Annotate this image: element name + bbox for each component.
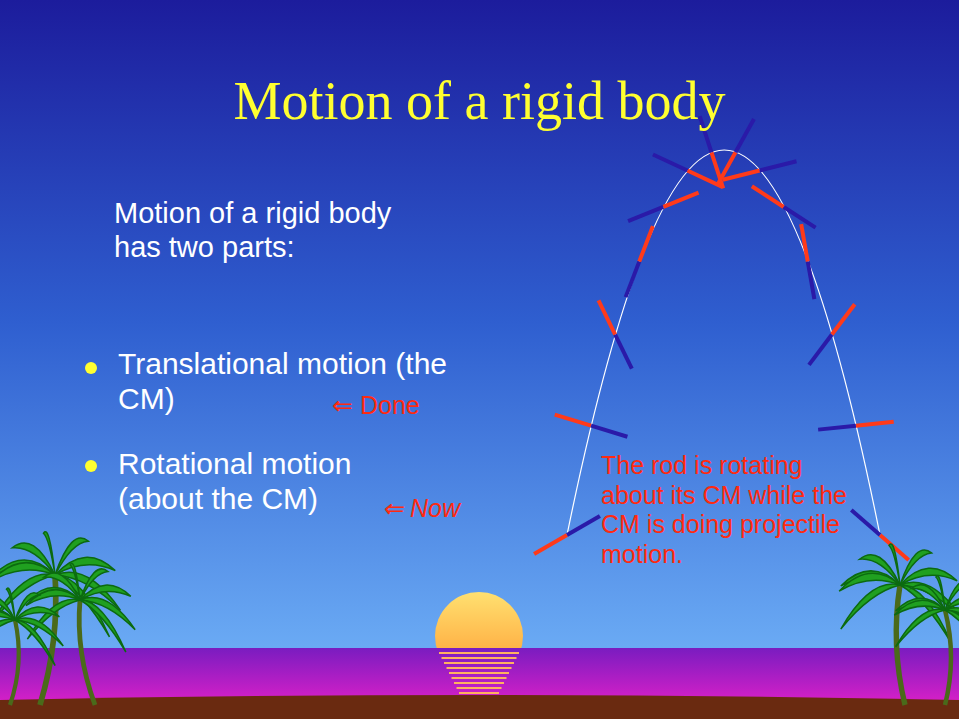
palm-frond <box>894 600 945 615</box>
palm-frond <box>0 563 55 582</box>
reflection-stripe <box>449 672 509 674</box>
palm-frond <box>0 611 15 625</box>
rod-red-half <box>534 535 567 554</box>
rod-blue-half <box>760 161 797 170</box>
ground <box>0 695 959 719</box>
rod-blue-half <box>591 426 627 437</box>
bullet-dot <box>85 362 97 374</box>
reflection-stripe <box>457 687 502 689</box>
note-text: The rod is rotating about its CM while t… <box>601 451 863 569</box>
rod-red-half <box>598 300 615 334</box>
palm-trunk <box>945 610 951 705</box>
palm-trunk <box>10 620 19 705</box>
rod-red-half <box>555 415 591 426</box>
rod-blue-half <box>626 262 640 297</box>
slide-title: Motion of a rigid body <box>0 70 959 134</box>
rod-blue-half <box>851 510 880 535</box>
palm-frond <box>839 573 900 591</box>
reflection-stripe <box>442 657 517 659</box>
rod-red-half <box>856 422 894 426</box>
rod-blue-half <box>809 335 832 365</box>
rod-blue-half <box>653 154 687 170</box>
palm-frond <box>896 609 945 646</box>
reflection-stripe <box>447 667 512 669</box>
rod-red-half <box>663 193 698 207</box>
intro-text: Motion of a rigid body has two parts: <box>114 196 444 264</box>
rod-blue-half <box>736 119 754 152</box>
rod-blue-half <box>628 207 663 221</box>
palm-trees <box>0 532 959 705</box>
sun-reflection <box>439 652 519 699</box>
rod-red-half <box>832 304 855 334</box>
bullet-dot <box>85 460 97 472</box>
palm-trunk <box>79 600 95 705</box>
palm-frond <box>945 610 959 659</box>
rod-blue-half <box>818 426 856 430</box>
rod-red-half <box>639 226 653 261</box>
rod-blue-half <box>808 262 815 299</box>
bullet-text: Rotational motion (about the CM) <box>118 446 418 517</box>
rod-red-half <box>752 186 784 207</box>
palm-frond <box>15 620 55 666</box>
reflection-stripe <box>454 682 504 684</box>
rod-blue-half <box>567 516 600 535</box>
palm-frond <box>80 600 126 652</box>
reflection-stripe <box>459 692 499 694</box>
rod-red-half <box>723 171 760 180</box>
reflection-stripe <box>444 662 514 664</box>
palm-frond <box>0 619 15 654</box>
status-note: ⇐ Done <box>332 391 452 421</box>
reflection-stripe <box>452 677 507 679</box>
rod-blue-half <box>615 335 632 369</box>
reflection-stripe <box>439 652 519 654</box>
palm-frond <box>841 584 900 629</box>
status-note: ⇐ Now <box>382 494 502 524</box>
rod-red-half <box>801 224 808 261</box>
